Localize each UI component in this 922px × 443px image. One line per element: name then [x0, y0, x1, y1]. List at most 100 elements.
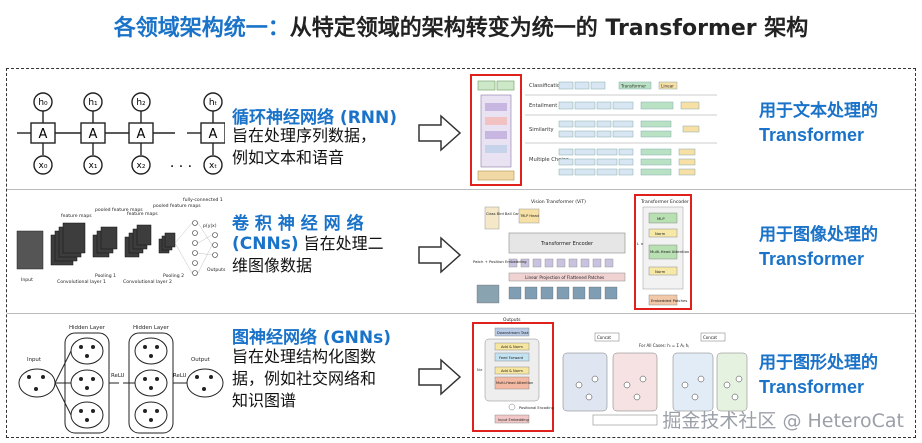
rnn-cell-label: A — [39, 127, 48, 142]
use-en: Transformer — [759, 125, 865, 145]
rnn-cell-label: A — [137, 127, 146, 142]
right-arrow-icon — [418, 114, 462, 152]
gnn-label: Hidden Layer — [69, 325, 106, 331]
right-arrow-icon — [418, 236, 462, 274]
cnn-label: Outputs — [207, 267, 226, 273]
right-arrow-icon — [418, 358, 462, 396]
use-en: Transformer — [759, 377, 865, 397]
rnn-input-label: x₀ — [39, 161, 48, 171]
gt-block: Feed Forward — [499, 356, 523, 360]
gt-positional: Positional Encoding — [519, 406, 554, 410]
vit-embedded-patches: Embedded Patches — [651, 298, 687, 303]
cnn-label: feature maps — [127, 211, 158, 217]
gt-block: Add & Norm — [501, 345, 523, 349]
gt-outputs: Outputs — [503, 317, 521, 323]
gnn-title: 图神经网络 (GNNs) — [232, 328, 391, 348]
gt-block: Downstream Task — [497, 331, 530, 335]
gt-block: Add & Norm — [501, 369, 523, 373]
gnn-desc-line: 旨在处理结构化图数 — [232, 347, 377, 366]
rnn-input-label: x₁ — [89, 161, 98, 171]
cnn-desc-line: 维图像数据 — [232, 256, 313, 275]
cnn-abbrev: (CNNs) — [232, 234, 299, 254]
vit-mlp-head: MLP Head — [521, 214, 539, 218]
gt-formula: For All Cases: hᵢ = Σ Aᵢⱼ hⱼ — [639, 343, 689, 348]
highlight-box — [472, 322, 554, 432]
cnn-label: Pooling 1 — [95, 273, 116, 279]
gnn-desc-line: 据，例如社交网络和 — [232, 369, 377, 388]
gt-embedding: Input Embedding — [498, 418, 529, 422]
cnn-title: 卷 积 神 经 网 络 — [232, 214, 364, 234]
row-divider — [7, 189, 915, 190]
gt-concat: Concat — [597, 335, 611, 340]
use-en: Transformer — [759, 249, 865, 269]
rnn-input-label: x₂ — [137, 161, 146, 171]
cnn-label: fully-connected 1 — [183, 197, 223, 203]
gnn-label: ReLU — [173, 373, 187, 379]
cnn-label: Input — [21, 277, 33, 283]
rnn-desc-line: 旨在处理序列数据， — [232, 126, 377, 145]
use-cn: 用于图像处理的 — [759, 225, 878, 245]
cnn-label: Pooling 2 — [163, 273, 184, 279]
cnn-diagram: feature maps pooled feature maps feature… — [16, 197, 226, 285]
bert-task-label: Classification — [529, 83, 563, 89]
gt-block: Multi-Head Attention — [496, 381, 533, 385]
rnn-desc-line: 例如文本和语音 — [232, 148, 345, 167]
highlight-box — [470, 74, 522, 186]
gnn-description: 旨在处理结构化图数 据，例如社交网络和 知识图谱 — [232, 346, 376, 412]
cnn-output-label: p(y|x) — [203, 223, 217, 229]
rnn-ellipsis: · · · — [170, 159, 192, 175]
comparison-frame: A A A A h₀ h₁ h₂ hₜ x₀ x₁ x₂ xₜ · · · 循环… — [6, 68, 916, 438]
graph-transformer-figure: Outputs Downstream Task Add & Norm Feed … — [472, 317, 748, 432]
vit-enc-block: Norm — [655, 231, 666, 236]
gnn-use-label: 用于图形处理的 Transformer — [759, 351, 878, 399]
gt-nx: N× — [477, 368, 483, 372]
rnn-hidden-label: h₂ — [136, 98, 146, 108]
gnn-label: Output — [191, 357, 210, 363]
bert-task-label: Similarity — [529, 127, 554, 133]
rnn-hidden-label: h₁ — [88, 98, 98, 108]
vit-encoder-label: Transformer Encoder — [540, 241, 594, 247]
rnn-description: 旨在处理序列数据， 例如文本和语音 — [232, 125, 376, 169]
gnn-desc-line: 知识图谱 — [232, 391, 297, 410]
gt-concat: Concat — [703, 335, 717, 340]
title-highlight: 各领域架构统一： — [113, 16, 290, 41]
watermark: 掘金技术社区 @ HeteroCat — [662, 410, 904, 432]
bert-task-label: Entailment — [529, 103, 557, 109]
gnn-label: Input — [27, 357, 41, 363]
vit-layers: L × — [637, 241, 644, 246]
page-title: 各领域架构统一：从特定领域的架构转变为统一的 Transformer 架构 — [0, 10, 922, 42]
vit-patch-embed: Patch + Position Embedding — [473, 259, 527, 264]
cnn-use-label: 用于图像处理的 Transformer — [759, 223, 878, 271]
rnn-cell-label: A — [89, 127, 98, 142]
gnn-diagram: Hidden Layer Hidden Layer Input Output R… — [18, 325, 224, 434]
cnn-desc-line: 旨在处理二 — [298, 234, 384, 253]
rnn-cell-label: A — [209, 127, 218, 142]
bert-linear-label: Linear — [661, 84, 674, 89]
rnn-title: 循环神经网络 (RNN) — [232, 108, 398, 128]
rnn-hidden-label: hₜ — [209, 98, 218, 108]
bert-transformer-figure: Classification Entailment Similarity Mul… — [470, 74, 717, 186]
title-rest: 从特定领域的架构转变为统一的 Transformer 架构 — [289, 16, 809, 41]
vit-encoder-title: Transformer Encoder — [640, 199, 689, 205]
cnn-description: (CNNs) 旨在处理二 维图像数据 — [232, 233, 384, 277]
vit-linear-projection: Linear Projection of Flattened Patches — [525, 275, 604, 280]
gnn-label: Hidden Layer — [133, 325, 170, 331]
use-cn: 用于图形处理的 — [759, 353, 878, 373]
cnn-label: pooled feature maps — [153, 203, 201, 209]
highlight-box — [634, 194, 692, 310]
vit-enc-block: MLP — [657, 216, 665, 221]
vit-title: Vision Transformer (ViT) — [531, 199, 586, 205]
cnn-row: feature maps pooled feature maps feature… — [7, 189, 915, 313]
cnn-label: pooled feature maps — [95, 207, 143, 213]
cnn-label: Convolutional layer 2 — [123, 279, 172, 285]
vit-classes: Class Bird Ball Car ... — [486, 212, 523, 216]
vit-transformer-figure: Vision Transformer (ViT) Class Bird Ball… — [473, 194, 692, 310]
bert-task-label: Multiple Choice — [529, 157, 569, 163]
rnn-hidden-label: h₀ — [38, 98, 48, 108]
vit-enc-block: Multi-Head Attention — [650, 249, 690, 254]
rnn-input-label: xₜ — [209, 161, 217, 171]
rnn-diagram: A A A A h₀ h₁ h₂ hₜ x₀ x₁ x₂ xₜ · · · — [17, 92, 225, 175]
cnn-label: Convolutional layer 1 — [57, 279, 106, 285]
rnn-use-label: 用于文本处理的 Transformer — [759, 99, 878, 147]
use-cn: 用于文本处理的 — [759, 101, 878, 121]
